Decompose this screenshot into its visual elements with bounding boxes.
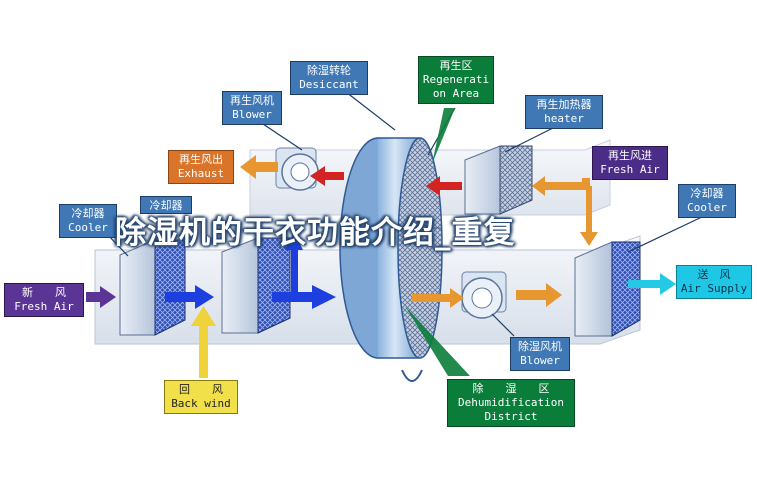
heater-label-en: heater (544, 112, 584, 125)
regen-area-label-cn: 再生区 (439, 59, 473, 72)
exhaust-label-en: Exhaust (177, 167, 225, 180)
exhaust-label-cn: 再生风出 (179, 153, 223, 166)
regen-fresh-air-label-en: Fresh Air (600, 163, 660, 176)
orange-arrows (240, 155, 598, 308)
regen-area-label: 再生区 Regenerati on Area (418, 56, 494, 104)
dehum-district-label-en1: Dehumidification (458, 396, 564, 409)
fresh-air-label: 新 风 Fresh Air (4, 283, 84, 317)
supply-arrow (628, 273, 676, 295)
exhaust-label: 再生风出 Exhaust (168, 150, 234, 184)
cooler-right-unit (574, 241, 641, 337)
regen-area-label-en1: Regenerati (422, 73, 490, 86)
regen-leader (432, 108, 455, 164)
cooler-mid-label: 冷却器 (140, 196, 192, 214)
dehum-district-label-cn: 除 湿 区 (472, 382, 550, 395)
regen-blower-label-en: Blower (232, 108, 272, 121)
regen-blower-unit (275, 147, 319, 191)
dehum-blower-unit (461, 271, 507, 319)
fresh-air-arrow (86, 286, 116, 308)
back-wind-arrow (191, 306, 216, 378)
desiccant-label-en: Desiccant (299, 78, 359, 91)
dehum-district-label-en2: District (484, 410, 538, 423)
heater-unit (464, 145, 533, 215)
air-supply-label-en: Air Supply (680, 282, 748, 295)
back-wind-label-cn: 回 风 (179, 383, 223, 396)
back-wind-label-en: Back wind (171, 397, 231, 410)
cooler-mid-unit (221, 237, 291, 334)
dehum-blower-label-cn: 除湿风机 (518, 340, 562, 353)
desiccant-wheel (339, 137, 443, 382)
back-wind-label: 回 风 Back wind (164, 380, 238, 414)
desiccant-label-cn: 除湿转轮 (307, 64, 351, 77)
regen-fresh-air-label-cn: 再生风进 (608, 149, 652, 162)
cooler-left-label-cn: 冷却器 (71, 207, 105, 220)
overlay-title: 除湿机的干衣功能介绍_重复 (115, 215, 516, 251)
air-supply-label: 送 风 Air Supply (676, 265, 752, 299)
air-supply-label-cn: 送 风 (697, 268, 731, 281)
fresh-air-label-cn: 新 风 (22, 286, 66, 299)
exhaust-arrows (310, 166, 462, 196)
cooler-right-label-cn: 冷却器 (690, 187, 724, 200)
dehum-blower-label-en: Blower (520, 354, 560, 367)
regen-blower-label-cn: 再生风机 (230, 94, 274, 107)
dehum-blower-label: 除湿风机 Blower (510, 337, 570, 371)
regen-area-label-en2: on Area (432, 87, 480, 100)
cooler-left-label: 冷却器 Cooler (59, 204, 117, 238)
cooler-right-label: 冷却器 Cooler (678, 184, 736, 218)
fresh-air-label-en: Fresh Air (14, 300, 74, 313)
blue-arrows (165, 232, 336, 309)
cooler-left-label-en: Cooler (68, 221, 108, 234)
dehum-leader (405, 306, 470, 376)
cooler-left-unit (119, 239, 186, 336)
heater-label-cn: 再生加热器 (536, 98, 592, 111)
regen-fresh-air-label: 再生风进 Fresh Air (592, 146, 668, 180)
heater-label: 再生加热器 heater (525, 95, 603, 129)
cooler-mid-label-cn: 冷却器 (149, 199, 183, 212)
regen-blower-label: 再生风机 Blower (222, 91, 282, 125)
dehum-district-label: 除 湿 区 Dehumidification District (447, 379, 575, 427)
cooler-right-label-en: Cooler (687, 201, 727, 214)
desiccant-label: 除湿转轮 Desiccant (290, 61, 368, 95)
